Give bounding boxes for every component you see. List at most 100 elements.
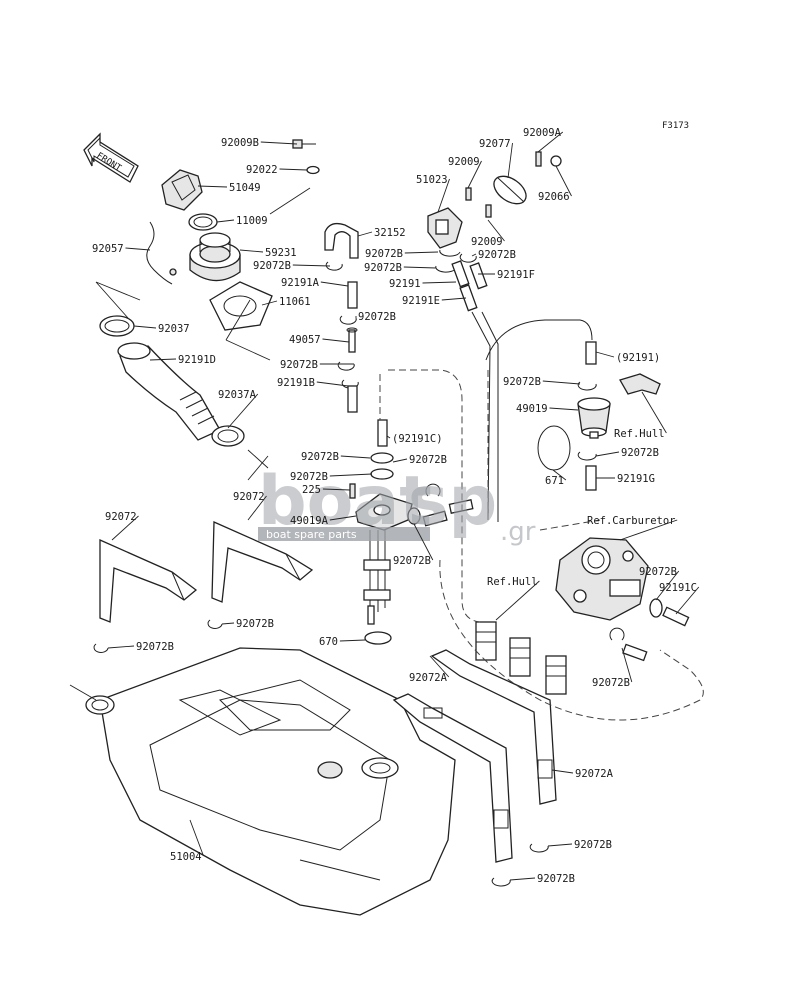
clip-92072b-k: [459, 253, 477, 263]
leader-line: [322, 338, 350, 343]
clip-92072b-i: [439, 249, 461, 257]
part-label: 92191C: [659, 582, 697, 594]
screw-92009-a: [465, 187, 472, 201]
part-label: 92009B: [221, 137, 259, 149]
leader-line: [279, 168, 308, 171]
part-label: 92077: [479, 138, 511, 150]
leader-line: [261, 300, 278, 306]
part-label: 92072B: [478, 249, 516, 261]
part-label: 92072B: [503, 376, 541, 388]
part-label: 92191F: [497, 269, 535, 281]
vent-line-3: [485, 319, 593, 361]
strap-92072-right: [211, 521, 314, 603]
routing-dash-a: [388, 369, 481, 623]
leader-line: [316, 381, 349, 387]
part-label: 92066: [538, 191, 570, 203]
part-label: Ref.Carburetor: [587, 515, 676, 527]
leader-line-92022: [269, 187, 311, 215]
part-label: 92072: [233, 491, 265, 503]
clip-92072b-b: [93, 643, 109, 653]
leader-line: [329, 473, 373, 477]
hose-92191c: [377, 419, 388, 447]
front-arrow-icon: FRONT: [83, 132, 139, 183]
seal-ring-11009: [188, 213, 218, 231]
clip-92072b-d: [339, 315, 357, 325]
leader-line: [329, 515, 357, 521]
leader-line: [437, 178, 450, 213]
part-label: 92057: [92, 243, 124, 255]
part-label: 225: [302, 484, 321, 496]
part-label: 92072B: [290, 471, 328, 483]
fuel-pickup-49019a: [355, 493, 413, 625]
part-label: 92191E: [402, 295, 440, 307]
leader-line: [392, 458, 408, 463]
leader-line: [260, 141, 298, 145]
vent-valve-92077: [493, 175, 527, 205]
vent-line: [471, 311, 491, 521]
part-label: 92072B: [358, 311, 396, 323]
leader-line: [292, 264, 331, 267]
part-label: 49057: [289, 334, 321, 346]
leader-line: [413, 523, 434, 561]
leader-line: [322, 488, 351, 491]
part-label: (92191): [616, 352, 660, 364]
part-label: 92072A: [409, 672, 448, 684]
vent-line-2: [481, 311, 499, 522]
hose-small-c: [622, 643, 648, 662]
leader-line: [247, 495, 267, 521]
hose-32152: [324, 222, 359, 259]
leader-arrow-11061: [225, 299, 271, 361]
leader-line: [403, 266, 437, 269]
gasket-11061: [209, 281, 273, 331]
leader-line: [133, 325, 157, 329]
filler-neck-59231: [189, 232, 241, 282]
leader-line: [340, 455, 371, 459]
leader-line-tank-neck: [69, 684, 97, 701]
tether-end: [169, 268, 177, 276]
hose-92191: [451, 260, 470, 288]
part-label: 92037A: [218, 389, 257, 401]
part-label: 92191G: [617, 473, 655, 485]
leader-line: [549, 407, 579, 411]
leader-line: [197, 185, 228, 188]
part-label: 92072B: [364, 262, 402, 274]
fuel-tank-51004: [85, 647, 456, 916]
leader-line: [641, 391, 667, 434]
leader-line: [547, 843, 573, 847]
part-label: 59231: [265, 247, 297, 259]
leader-line: [487, 219, 505, 242]
part-label: 92191: [389, 278, 421, 290]
fuel-filter-49019: [577, 397, 611, 439]
watermark-tagline-bar: [258, 527, 430, 541]
clip-92072b-p: [529, 843, 549, 853]
part-label: Ref.Hull: [487, 576, 538, 588]
leader-arrow-92037: [95, 281, 141, 319]
hose-92191c-right: [662, 606, 690, 627]
part-label: 92009: [448, 156, 480, 168]
o-ring-671: [537, 425, 571, 471]
clip-92072b-o: [609, 627, 625, 641]
part-label: 670: [319, 636, 338, 648]
clips-stack-92072b: [370, 452, 394, 480]
part-label: 92022: [246, 164, 278, 176]
joint-49057: [346, 327, 358, 353]
leader-line: [189, 819, 204, 857]
strap-92072-left: [99, 538, 198, 623]
part-label: 11061: [279, 296, 311, 308]
clip-92072b-a: [207, 619, 223, 629]
leader-line: [125, 247, 151, 251]
part-label: 51004: [170, 851, 202, 863]
part-label: 32152: [374, 227, 406, 239]
leader-line: [216, 219, 235, 223]
leader-line: [149, 358, 177, 361]
watermark-tld: .gr: [500, 517, 536, 547]
part-label: 92072B: [301, 451, 339, 463]
leader-line: [542, 380, 581, 385]
screw-225: [349, 483, 356, 499]
leader-line: [621, 647, 633, 683]
hose-small-a: [422, 510, 448, 527]
clamp-92037a: [211, 425, 245, 447]
hose-92191e: [459, 284, 478, 312]
part-label: 92072B: [537, 873, 575, 885]
part-label: 92072A: [575, 768, 614, 780]
